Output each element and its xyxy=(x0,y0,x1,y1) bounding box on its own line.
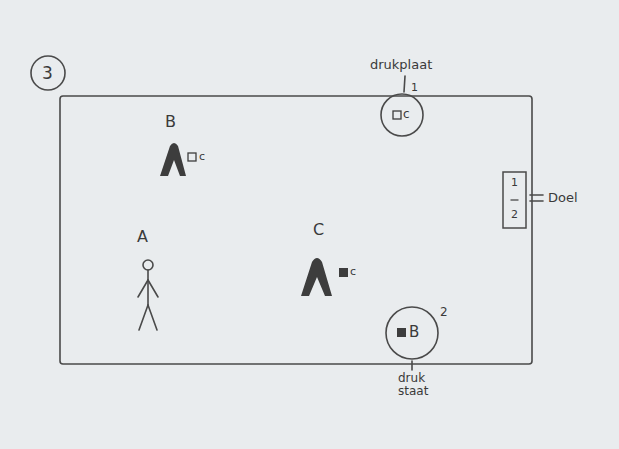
field-outline xyxy=(60,96,532,364)
leader-line xyxy=(411,361,413,370)
goal-number: 2 xyxy=(511,209,518,221)
leader-line xyxy=(404,76,405,92)
player-label: B xyxy=(165,113,176,131)
marker-circle: B xyxy=(385,306,439,360)
open-square xyxy=(188,153,196,161)
player-figure xyxy=(301,258,332,296)
goal-box: 12Doel xyxy=(502,171,527,229)
player-label: A xyxy=(137,228,148,246)
filled-square xyxy=(397,328,406,337)
marker-letter: B xyxy=(409,324,419,341)
filled-square xyxy=(339,268,348,277)
equals-mark xyxy=(530,200,543,202)
note-text: drukplaat xyxy=(370,58,432,72)
callout-number: 3 xyxy=(42,64,53,83)
note-text: druk staat xyxy=(398,372,440,398)
marker-letter: c xyxy=(350,266,356,278)
callout-number: 2 xyxy=(440,306,448,319)
goal-label: Doel xyxy=(548,191,578,205)
marker-circle: c xyxy=(380,93,424,137)
marker-letter: c xyxy=(199,151,205,163)
equals-mark xyxy=(530,194,543,196)
marker-letter: c xyxy=(403,108,410,121)
goal-number: 1 xyxy=(511,177,518,189)
node-outline xyxy=(380,93,424,137)
stick-figure xyxy=(138,260,158,330)
callout-number: 1 xyxy=(411,82,418,94)
open-square xyxy=(393,111,401,119)
player-label: C xyxy=(313,221,324,239)
player-figure xyxy=(160,143,186,176)
number-circle xyxy=(31,56,65,90)
